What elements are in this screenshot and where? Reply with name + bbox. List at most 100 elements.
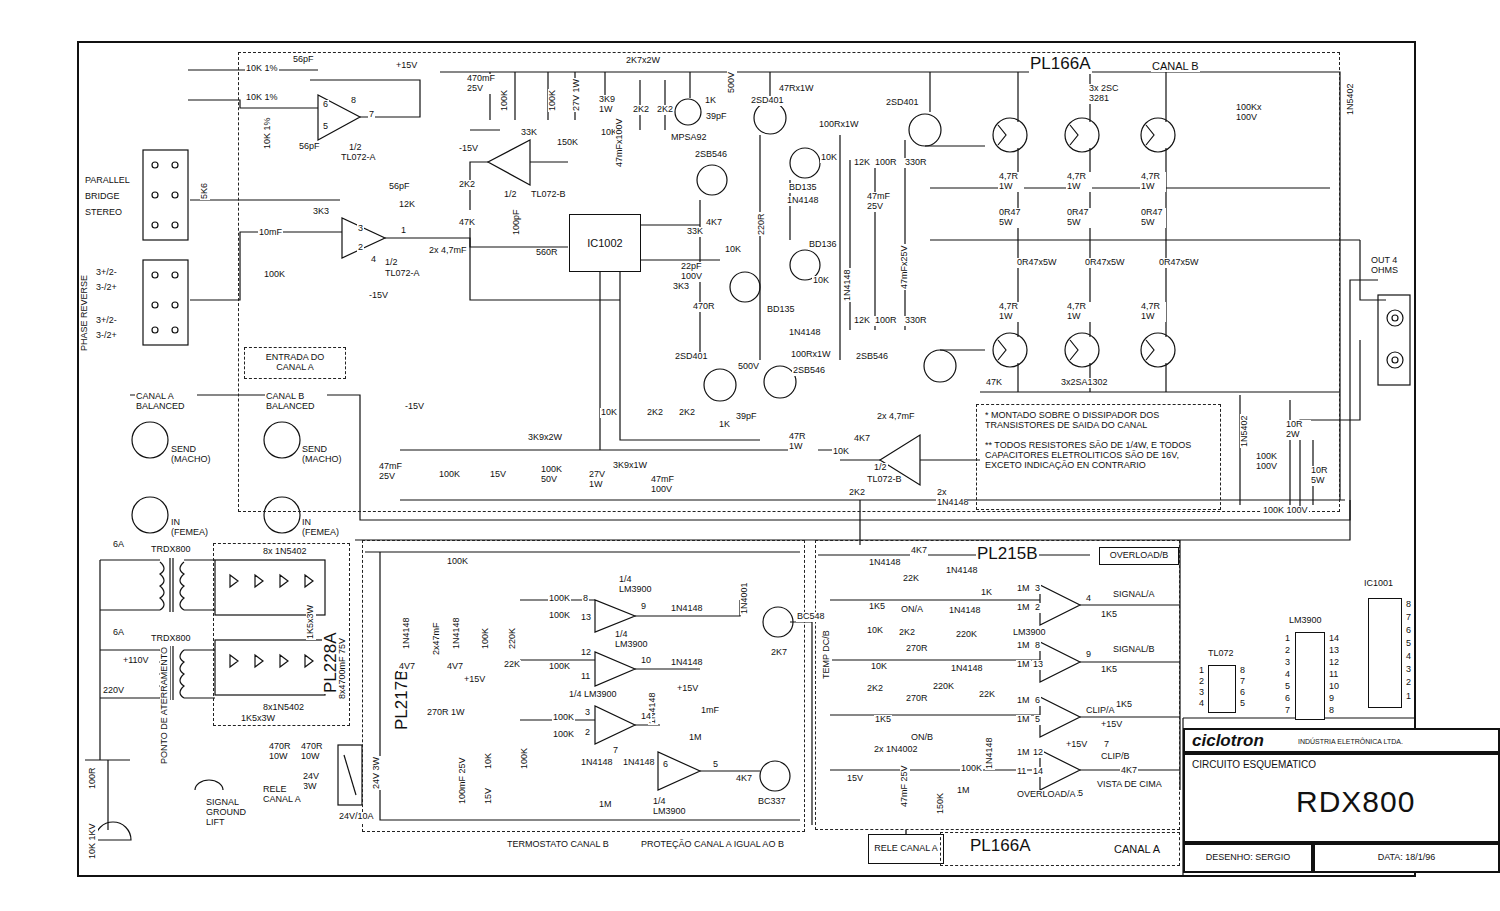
component-label: 1M <box>1016 696 1031 706</box>
component-label: 24V/10A <box>338 812 375 822</box>
xlr-connector <box>132 422 168 458</box>
component-label: 2x 4,7mF <box>428 246 468 256</box>
component-label: 4 <box>1405 652 1412 662</box>
component-label: 47mF 25V <box>378 462 410 482</box>
component-label: 33K <box>520 128 538 138</box>
component-label: TERMOSTATO CANAL B <box>506 840 610 850</box>
component-label: 13 <box>1328 646 1340 656</box>
component-label: 1K <box>718 420 731 430</box>
component-label: 47K <box>985 378 1003 388</box>
output-terminal <box>1387 310 1403 326</box>
component-label: 100K <box>520 747 530 770</box>
transformer-symbol <box>160 562 164 610</box>
node-heading: CIRCUITO ESQUEMATICO <box>1191 759 1317 770</box>
node-text: RDX800 <box>1295 785 1416 818</box>
switch-block <box>172 327 178 333</box>
ic-package: IC1001 <box>1368 598 1402 708</box>
component-label: 220K <box>955 630 978 640</box>
component-label: 2K2 <box>646 408 664 418</box>
component-label: 4 <box>370 255 377 265</box>
opamp-symbol <box>1040 750 1080 790</box>
switch-block <box>152 162 158 168</box>
node-heading: DESENHO: SERGIO <box>1205 853 1292 863</box>
component-label: 2x 1N4002 <box>873 745 919 755</box>
component-label: 12K <box>398 200 416 210</box>
transformer-symbol <box>170 646 173 700</box>
component-label: 1M <box>1016 660 1031 670</box>
component-label: BD136 <box>808 240 838 250</box>
component-label: 4,7R 1W <box>1140 302 1166 322</box>
switch-block <box>172 162 178 168</box>
component-label: 10K 1% <box>245 64 279 74</box>
component-label: 2K2 <box>632 105 650 115</box>
component-label: 2 <box>357 243 364 253</box>
component-label: CLIP/A <box>1085 706 1116 716</box>
opamp-symbol <box>658 752 700 790</box>
component-label: 56pF <box>292 55 315 65</box>
output-terminal <box>1387 352 1403 368</box>
component-label: 2 <box>584 728 591 738</box>
component-label: 220K <box>932 682 955 692</box>
component-label: 100pF <box>512 208 522 236</box>
component-label: 0R47x5W <box>1084 258 1112 268</box>
ic-outline <box>568 213 640 271</box>
component-label: 1M <box>1016 748 1031 758</box>
component-label: 100K <box>548 89 558 112</box>
component-label: CANAL B BALANCED <box>265 392 327 412</box>
component-label: 15V <box>846 774 878 784</box>
rectifier-bridge <box>215 640 325 695</box>
ac-wiring <box>95 822 131 840</box>
ac-wiring <box>85 760 130 830</box>
ic-outline <box>568 213 640 271</box>
component-label: 1K5x3W <box>306 604 316 640</box>
component-label: 1N4148 <box>402 616 412 650</box>
supply-wire <box>980 240 1386 392</box>
transistor-symbol <box>1141 118 1175 152</box>
component-label: 1N4148 <box>788 328 822 338</box>
component-label: 3K9x2W <box>527 433 563 443</box>
component-label: 7 <box>1239 677 1246 687</box>
component-label: 5 <box>322 122 329 132</box>
component-label: -15V <box>368 291 389 301</box>
node-text: ** TODOS RESISTORES SÃO DE 1/4W, E TODOS… <box>984 441 1217 471</box>
component-label: 4 <box>1284 670 1291 680</box>
component-label: 47K <box>458 218 476 228</box>
component-label: 8x 1N5402 <box>262 547 308 557</box>
component-label: TL072-B <box>530 190 567 200</box>
opamp-symbol <box>342 218 385 258</box>
component-label: PHASE REVERSE <box>80 274 90 352</box>
component-label: 15V <box>489 470 507 480</box>
component-label: 270R 1W <box>426 708 466 718</box>
opamp-symbol <box>318 95 360 140</box>
component-label: 13 <box>580 613 592 623</box>
component-label: 1mF <box>700 706 720 716</box>
transformer-symbol <box>180 562 184 610</box>
component-label: 13 <box>1032 660 1044 670</box>
component-label: 3-/2+ <box>95 331 118 341</box>
component-label: 1N4148 <box>945 566 979 576</box>
title-cell: DESENHO: SERGIO <box>1183 843 1313 873</box>
relay-symbol <box>344 755 356 795</box>
component-label: 33K <box>686 227 704 237</box>
component-label: 8 <box>1405 600 1412 610</box>
component-label: 47mF 25V <box>900 764 910 808</box>
component-label: 4,7R 1W <box>1066 302 1092 322</box>
component-label: +15V <box>676 684 699 694</box>
switch-block <box>152 222 158 228</box>
component-label: 1N4148 <box>950 664 984 674</box>
node-heading: OVERLOAD/B <box>1109 551 1170 561</box>
component-label: 100R <box>88 766 98 790</box>
component-label: 100K 100V <box>1262 506 1309 516</box>
relay-symbol <box>338 745 362 805</box>
component-label: 220K <box>508 627 518 650</box>
component-label: 1M <box>1016 603 1031 613</box>
node-heading: PL215B <box>976 545 1039 564</box>
component-label: 8 <box>1328 706 1335 716</box>
relay-symbol <box>338 745 362 805</box>
component-label: 1 <box>400 226 407 236</box>
component-label: 6 <box>1239 688 1246 698</box>
xlr-connector <box>264 497 300 533</box>
component-label: 4,7R 1W <box>998 302 1024 322</box>
component-label: 470R 10W <box>268 742 300 762</box>
